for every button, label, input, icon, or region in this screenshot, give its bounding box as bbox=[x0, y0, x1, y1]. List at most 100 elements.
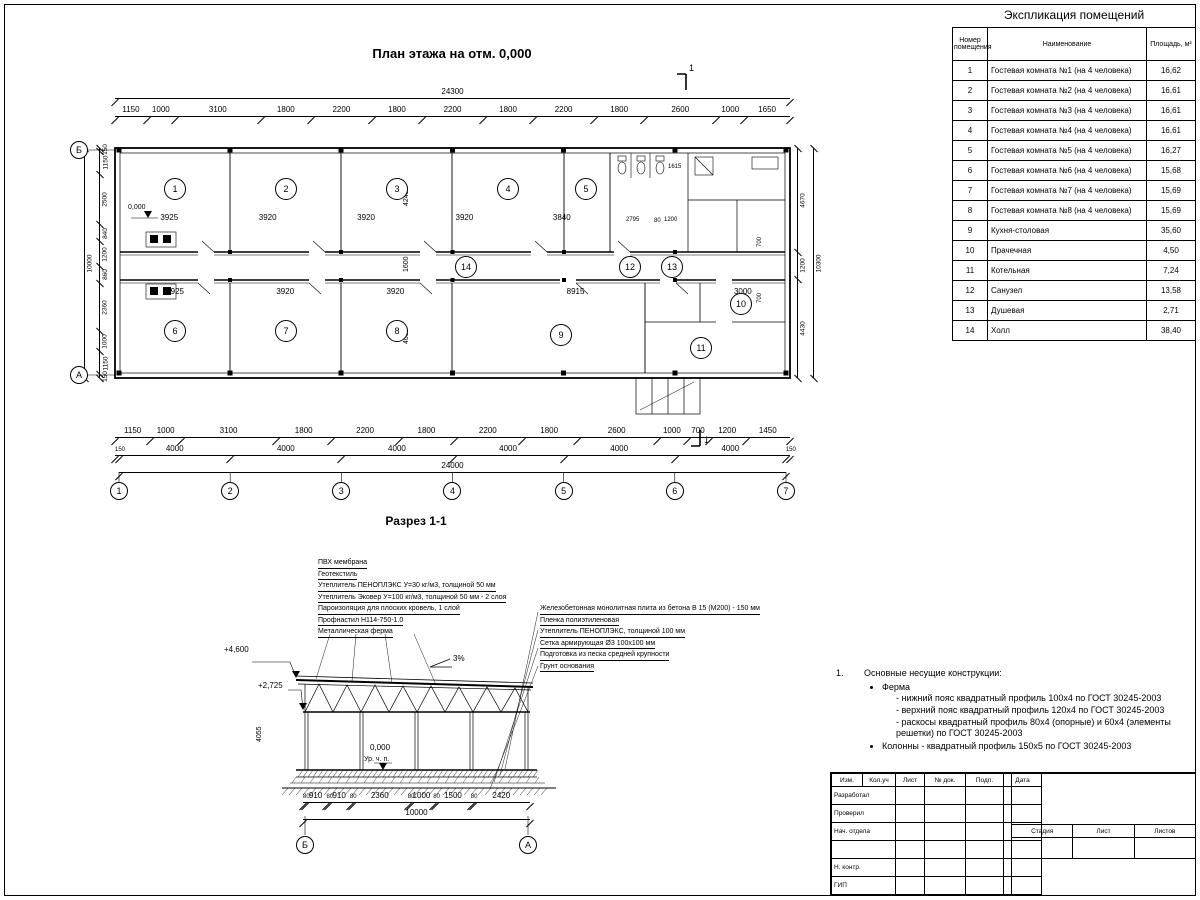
titleblock-header-cell: Подп. bbox=[965, 773, 1004, 787]
titleblock-empty-cell bbox=[895, 858, 925, 877]
dim-label: 3000 bbox=[733, 287, 752, 296]
section-height-label: 4055 bbox=[256, 726, 263, 742]
dim-label: 2360 bbox=[100, 284, 111, 332]
titleblock-role-cell: Н. контр. bbox=[831, 858, 896, 877]
dim-label: 1800 bbox=[483, 106, 533, 116]
dim-label: 1450 bbox=[746, 427, 790, 437]
room-number-bubble: 5 bbox=[575, 178, 597, 200]
table-cell: 16,61 bbox=[1146, 100, 1196, 121]
plan-dim-total-top: 24300 bbox=[115, 86, 790, 99]
titleblock-header-cell: Изм. bbox=[831, 773, 863, 787]
note-line: - нижний пояс квадратный профиль 100х4 п… bbox=[896, 693, 1162, 704]
titleblock-empty-cell bbox=[895, 822, 925, 841]
dim-label: 1000 bbox=[100, 331, 111, 351]
room-number-bubble: 13 bbox=[661, 256, 683, 278]
titleblock-stage-value bbox=[1133, 837, 1197, 859]
dim-label: 1800 bbox=[261, 106, 311, 116]
dim-label-700-a: 700 bbox=[757, 236, 763, 247]
callout-label: Железобетонная монолитная плита из бетон… bbox=[540, 604, 760, 615]
table-cell: Гостевая комната №2 (на 4 человека) bbox=[987, 80, 1147, 101]
table-cell: Гостевая комната №4 (на 4 человека) bbox=[987, 120, 1147, 141]
dim-label: 2200 bbox=[331, 427, 399, 437]
titleblock-role-cell bbox=[831, 840, 896, 859]
table-cell: 12 bbox=[952, 280, 988, 301]
dim-label: 4000 bbox=[119, 445, 230, 455]
table-cell: 8 bbox=[952, 200, 988, 221]
titleblock-role-cell: ГИП bbox=[831, 876, 896, 895]
dim-label: 2600 bbox=[644, 106, 716, 116]
dim-label: 2600 bbox=[577, 427, 657, 437]
section-cut-label-bottom: 1 bbox=[704, 435, 710, 445]
axis-bubble: 3 bbox=[332, 482, 351, 500]
dim-label: 3920 bbox=[258, 213, 277, 222]
callout-label: Металлическая ферма bbox=[318, 627, 393, 638]
note-heading-text: Основные несущие конструкции: bbox=[864, 668, 1002, 678]
titleblock-role-cell: Разработал bbox=[831, 786, 896, 805]
dim-label: 4430 bbox=[798, 279, 809, 378]
plan-elevation-zero: 0,000 bbox=[128, 204, 146, 211]
axis-bubble: 1 bbox=[110, 482, 128, 500]
note-group: Колонны - квадратный профиль 150х5 по ГО… bbox=[882, 741, 1196, 753]
dim-label: 3925 bbox=[160, 213, 179, 222]
dim-label: 10000 bbox=[303, 809, 530, 819]
dim-label: 1200 bbox=[798, 252, 809, 279]
table-cell: Гостевая комната №1 (на 4 человека) bbox=[987, 60, 1147, 81]
dim-label: 4000 bbox=[564, 445, 675, 455]
section-cut-label-top: 1 bbox=[689, 63, 695, 73]
titleblock-empty-cell bbox=[965, 840, 1004, 859]
dim-label: 1650 bbox=[744, 106, 790, 116]
schedule-header-area: Площадь, м² bbox=[1146, 27, 1196, 61]
dim-label: 1800 bbox=[399, 427, 454, 437]
table-cell: 13 bbox=[952, 300, 988, 321]
note-group-title: Ферма bbox=[882, 681, 911, 692]
table-cell: 2,71 bbox=[1146, 300, 1196, 321]
note-group: Ферма- нижний пояс квадратный профиль 10… bbox=[882, 682, 1196, 740]
dim-label: 1000 bbox=[150, 427, 181, 437]
table-cell: 6 bbox=[952, 160, 988, 181]
table-cell: 35,60 bbox=[1146, 220, 1196, 241]
titleblock-empty-cell bbox=[924, 858, 966, 877]
dim-label: 860 bbox=[100, 266, 111, 283]
titleblock-empty-cell bbox=[895, 876, 925, 895]
dim-label: 1000 bbox=[657, 427, 688, 437]
table-cell: Котельная bbox=[987, 260, 1147, 281]
schedule-header-number: Номер помещения bbox=[952, 27, 992, 61]
titleblock-empty-cell bbox=[895, 840, 925, 859]
floor-level-label: Ур. ч. п. bbox=[364, 756, 390, 763]
axis-bubble-a: А bbox=[70, 366, 88, 384]
dim-label: 4000 bbox=[341, 445, 452, 455]
table-cell: 1 bbox=[952, 60, 988, 81]
dim-label: 150 bbox=[785, 447, 796, 453]
plan-dim-left-total: 10000 bbox=[84, 148, 96, 378]
table-cell: Гостевая комната №8 (на 4 человека) bbox=[987, 200, 1147, 221]
dim-label-1600: 1600 bbox=[403, 256, 410, 272]
room-number-bubble: 6 bbox=[164, 320, 186, 342]
table-cell: Холл bbox=[987, 320, 1147, 341]
dim-label: 1800 bbox=[522, 427, 577, 437]
table-cell: 5 bbox=[952, 140, 988, 161]
dim-label: 4000 bbox=[230, 445, 341, 455]
table-cell: 16,62 bbox=[1146, 60, 1196, 81]
titleblock-role-cell: Нач. отдела bbox=[831, 822, 896, 841]
dim-label: 2200 bbox=[533, 106, 594, 116]
table-cell: 7 bbox=[952, 180, 988, 201]
axis-bubble: 2 bbox=[221, 482, 240, 500]
notes-heading: 1.Основные несущие конструкции: bbox=[836, 668, 1196, 680]
table-cell: 16,61 bbox=[1146, 80, 1196, 101]
titleblock-docname-cell bbox=[1011, 773, 1196, 825]
room-number-bubble: 14 bbox=[455, 256, 477, 278]
table-cell: 4,50 bbox=[1146, 240, 1196, 261]
